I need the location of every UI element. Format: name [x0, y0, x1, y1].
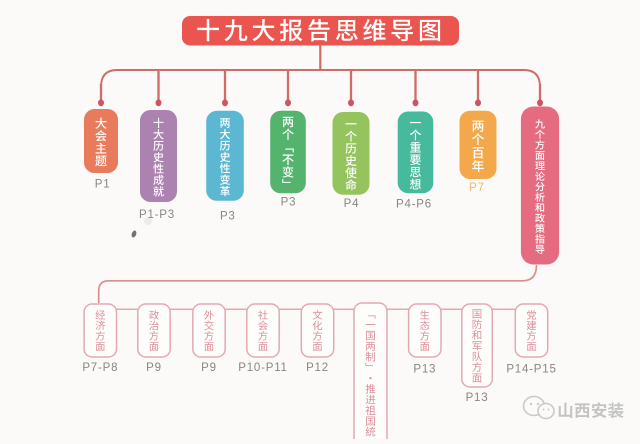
svg-text:P7-P8: P7-P8 [82, 362, 118, 374]
svg-text:P4-P6: P4-P6 [396, 199, 432, 211]
svg-text:P4: P4 [344, 198, 360, 210]
svg-text:P3: P3 [220, 211, 236, 223]
svg-text:P13: P13 [413, 364, 436, 376]
svg-text:P13: P13 [466, 392, 489, 404]
svg-text:P1-P3: P1-P3 [139, 209, 175, 221]
svg-text:P12: P12 [306, 362, 329, 374]
svg-text:P9: P9 [201, 362, 217, 374]
svg-text:P1: P1 [95, 179, 111, 191]
svg-text:P3: P3 [281, 197, 297, 209]
svg-text:P7: P7 [469, 182, 485, 194]
svg-text:P10-P11: P10-P11 [238, 362, 288, 374]
svg-text:P9: P9 [146, 362, 162, 374]
svg-text:P14-P15: P14-P15 [506, 364, 556, 376]
